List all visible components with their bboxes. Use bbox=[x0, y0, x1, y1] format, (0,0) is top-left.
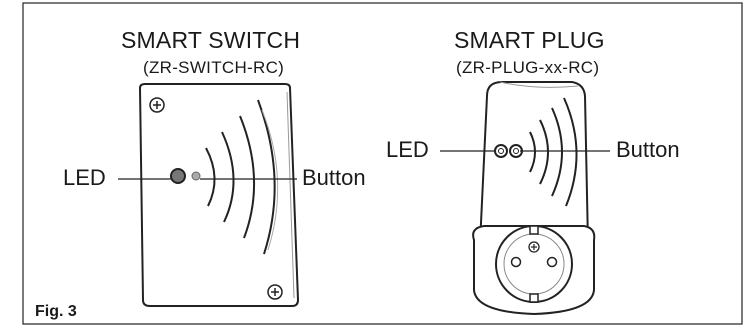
plug-title: SMART PLUG bbox=[454, 27, 605, 53]
socket-face bbox=[495, 225, 573, 303]
wireless-signal-icon bbox=[529, 97, 578, 207]
switch-model-number: (ZR-SWITCH-RC) bbox=[143, 58, 285, 77]
switch-led-label: LED bbox=[63, 165, 106, 190]
plug-button-label: Button bbox=[616, 137, 680, 162]
screw-icon bbox=[528, 241, 540, 253]
figure-label: Fig. 3 bbox=[35, 303, 77, 320]
smart-switch-device bbox=[118, 83, 300, 307]
screw-icon bbox=[267, 284, 283, 300]
switch-button-indicator bbox=[191, 171, 201, 181]
screw-icon bbox=[149, 97, 165, 113]
plug-led-label: LED bbox=[386, 137, 429, 162]
switch-body bbox=[138, 83, 300, 307]
switch-title: SMART SWITCH bbox=[121, 27, 301, 53]
plug-model-number: (ZR-PLUG-xx-RC) bbox=[456, 58, 600, 77]
figure-frame bbox=[22, 2, 743, 325]
smart-plug-device bbox=[440, 81, 610, 316]
switch-led-indicator bbox=[170, 168, 186, 184]
switch-button-label: Button bbox=[302, 165, 366, 190]
